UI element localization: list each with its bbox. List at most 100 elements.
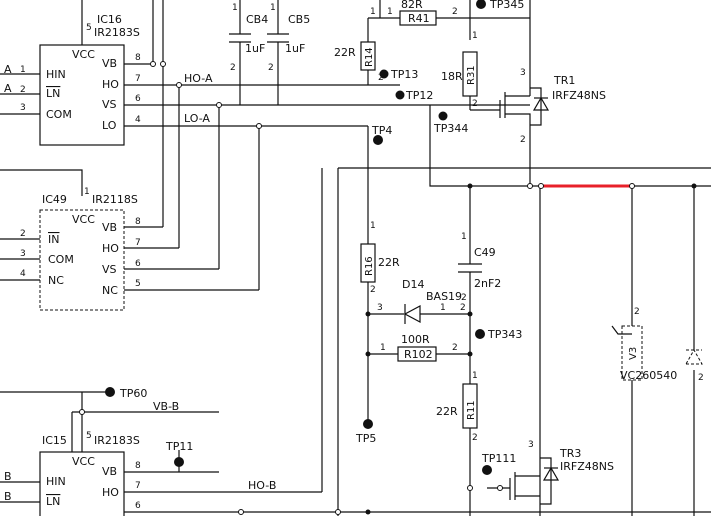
- ic49-pin-2: 2: [20, 229, 26, 239]
- cb5-val: 1uF: [285, 42, 305, 55]
- ic49-ref: IC49: [42, 193, 67, 206]
- r41-p2: 2: [452, 7, 458, 17]
- ic15-part: IR2183S: [94, 434, 140, 447]
- ic16-pin-lo: LO: [102, 119, 117, 132]
- ic15-pin-hin: HIN: [46, 475, 66, 488]
- ic49-pin-vs: VS: [102, 263, 117, 276]
- tp13-label: TP13: [390, 68, 418, 81]
- resistor-r16: R16 22R 1 2: [360, 221, 400, 295]
- cb5-p1: 1: [270, 3, 276, 13]
- varistor-v3: V3 VC260540 2 2: [611, 307, 704, 383]
- d14-part: BAS19: [426, 290, 462, 303]
- ic15-pin-ln: LN: [46, 495, 60, 508]
- ic15-pin-ho: HO: [102, 486, 119, 499]
- r31-ref: R31: [466, 65, 477, 85]
- ic16-pin-6: 6: [135, 94, 141, 104]
- tp111-label: TP111: [481, 452, 516, 465]
- diode-d14: D14 BAS19 3 1 2: [377, 278, 466, 324]
- ic16-pin-8: 8: [135, 53, 141, 63]
- tp345-label: TP345: [489, 0, 524, 11]
- cb4-p2: 2: [230, 63, 236, 73]
- r11-val: 22R: [436, 405, 458, 418]
- left-label-b1: B: [4, 470, 12, 483]
- transistor-tr3: TR3 IRFZ48NS 3: [509, 440, 614, 505]
- tp4-label: TP4: [371, 124, 392, 137]
- r14-p1: 1: [370, 7, 376, 17]
- ic49-pin-nc: NC: [48, 274, 64, 287]
- r16-val: 22R: [378, 256, 400, 269]
- ic16-part: IR2183S: [94, 26, 140, 39]
- capacitor-c49: C49 2nF2 1 2: [458, 232, 501, 303]
- junctions: [79, 61, 697, 515]
- r41-val: 82R: [401, 0, 423, 11]
- tp343-label: TP343: [487, 328, 522, 341]
- ic16-pin-vb: VB: [102, 57, 117, 70]
- tp344-label: TP344: [433, 122, 468, 135]
- ic16-pin-4: 4: [135, 115, 141, 125]
- tr1-p3: 3: [520, 68, 526, 78]
- ic49-pin-4: 4: [20, 269, 26, 279]
- cb5-p2: 2: [268, 63, 274, 73]
- ic49-pin-6: 6: [135, 259, 141, 269]
- resistor-r14: R14 22R 1 2: [334, 7, 384, 83]
- ic49-vcc: VCC: [72, 213, 95, 226]
- ic49-chip: IC49 IR2118S 1 VCC IN COM NC 2 3 4 VB HO…: [20, 187, 141, 311]
- tp11-label: TP11: [165, 440, 193, 453]
- ic16-pin-3: 3: [20, 103, 26, 113]
- r31-p2: 2: [472, 99, 478, 109]
- tr1-ref: TR1: [553, 74, 575, 87]
- net-lo-a: LO-A: [184, 112, 210, 125]
- ic15-pin-8: 8: [135, 461, 141, 471]
- v3-p2b: 2: [698, 373, 704, 383]
- ic15-chip: IC15 IR2183S 5 VCC HIN LN VB HO 8 7 6: [39, 431, 141, 516]
- r102-val: 100R: [401, 333, 430, 346]
- ic49-pin-com: COM: [48, 253, 74, 266]
- c49-p1: 1: [461, 232, 467, 242]
- r14-ref: R14: [364, 47, 375, 67]
- left-label-a2: A: [4, 82, 12, 95]
- d14-p1: 1: [440, 303, 446, 313]
- tr1-p2: 2: [520, 135, 526, 145]
- ic49-pin-8: 8: [135, 217, 141, 227]
- ic49-pin-5: 5: [135, 279, 141, 289]
- r31-p1: 1: [472, 31, 478, 41]
- cb4-p1: 1: [232, 3, 238, 13]
- ic49-pin-vb: VB: [102, 221, 117, 234]
- ic49-pin-7: 7: [135, 238, 141, 248]
- ic16-pin-com: COM: [46, 108, 72, 121]
- ic49-pin1: 1: [84, 187, 90, 197]
- resistor-r102: R102 100R 1 2: [380, 333, 458, 362]
- ic15-vcc: VCC: [72, 455, 95, 468]
- r41-p1: 1: [387, 7, 393, 17]
- ic16-pin-1: 1: [20, 65, 26, 75]
- cb4-ref: CB4: [246, 13, 268, 26]
- ic16-vcc: VCC: [72, 48, 95, 61]
- ic16-pin-ho: HO: [102, 78, 119, 91]
- ic49-pin-3: 3: [20, 249, 26, 259]
- tp5-label: TP5: [355, 432, 376, 445]
- left-label-a1: A: [4, 63, 12, 76]
- ic15-ref: IC15: [42, 434, 67, 447]
- v3-ref: V3: [628, 347, 639, 360]
- r14-p2: 2: [378, 73, 384, 83]
- ic16-pin5: 5: [86, 23, 92, 33]
- c49-ref: C49: [474, 246, 496, 259]
- tr3-part: IRFZ48NS: [560, 460, 614, 473]
- ic49-pin-nc5: NC: [102, 284, 118, 297]
- capacitor-cb5: CB5 1uF 1 2: [267, 3, 310, 73]
- ic49-part: IR2118S: [92, 193, 138, 206]
- r14-val: 22R: [334, 46, 356, 59]
- ic16-pin-vs: VS: [102, 98, 117, 111]
- tp60-label: TP60: [119, 387, 147, 400]
- tp12-label: TP12: [405, 89, 433, 102]
- ic16-pin-7: 7: [135, 74, 141, 84]
- ic15-pin-7: 7: [135, 481, 141, 491]
- d14-ref: D14: [402, 278, 424, 291]
- net-ho-a: HO-A: [184, 72, 213, 85]
- net-ho-b: HO-B: [248, 479, 276, 492]
- v3-part: VC260540: [620, 369, 677, 382]
- ic16-pin-ln: LN: [46, 87, 60, 100]
- r16-p1: 1: [370, 221, 376, 231]
- d14-p2: 2: [460, 303, 466, 313]
